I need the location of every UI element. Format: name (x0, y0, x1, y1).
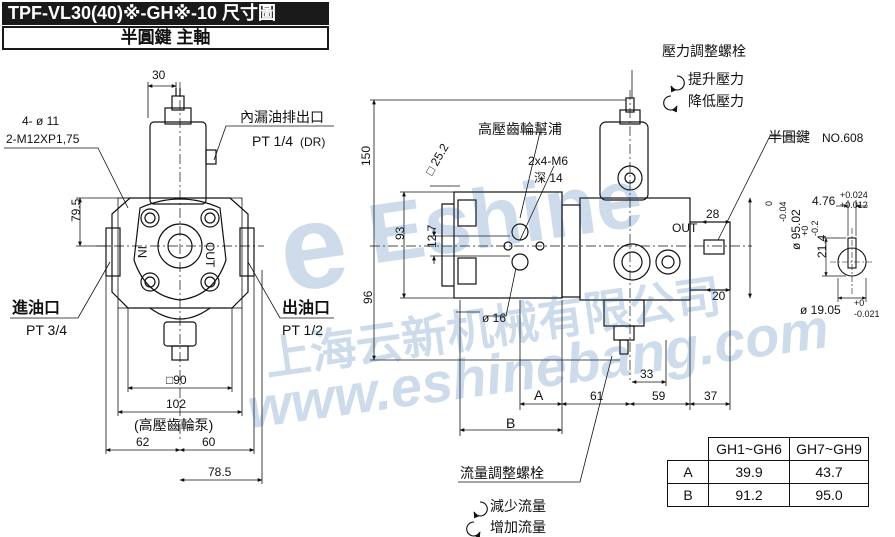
ccw-flow-icon (466, 521, 481, 537)
drain-spec: PT 1/4 (252, 133, 293, 149)
tap-depth: 深 14 (534, 171, 563, 185)
dim-59: 59 (652, 389, 666, 403)
key-label: 半圓鍵 (768, 129, 810, 145)
mark-out-left: OUT (203, 242, 217, 268)
outlet-spec: PT 1/2 (282, 322, 323, 338)
corner-bolts (140, 208, 220, 292)
dim-33: 33 (640, 367, 654, 381)
dim-20: 20 (712, 289, 726, 303)
lower-pressure-label: 降低壓力 (688, 93, 744, 109)
table-cell: 95.0 (789, 483, 869, 507)
watermark-brand: Eshine (362, 150, 648, 281)
tol-95-upper: 0 (764, 201, 774, 206)
key-width: 4.76 (812, 194, 836, 208)
drawing-title: TPF-VL30(40)※-GH※-10 尺寸圖 (2, 2, 329, 25)
reduce-flow-label: 減少流量 (490, 498, 546, 514)
dim-30: 30 (152, 68, 166, 82)
hole-spec-1: 4- ø 11 (22, 114, 59, 128)
dim-37: 37 (704, 389, 718, 403)
inlet-spec: PT 3/4 (26, 322, 67, 338)
table-row-label: A (667, 460, 709, 484)
dim-dia-95-02: ø 95.02 (789, 209, 803, 250)
dim-62: 62 (136, 435, 150, 449)
flow-screw-label: 流量調整螺栓 (460, 465, 544, 481)
outlet-label: 出油口 (282, 298, 330, 317)
dim-102: 102 (166, 397, 186, 411)
tol-95-lower: -0.04 (778, 201, 788, 222)
gear-pump-label: 高壓齒輪幫浦 (478, 121, 562, 137)
key-dia: ø 19.05 (800, 303, 841, 317)
key-height-tol-upper: +0 (800, 226, 810, 236)
drain-suffix: (DR) (300, 135, 325, 149)
front-dimensions (4, 82, 334, 484)
drain-label: 內漏油排出口 (240, 109, 324, 125)
table-row: B 91.2 95.0 (667, 483, 869, 507)
inlet-label: 進油口 (12, 298, 60, 317)
dim-78-5: 78.5 (208, 465, 232, 479)
dim-61: 61 (590, 389, 604, 403)
table-row: A 39.9 43.7 (667, 460, 869, 484)
rotation-icons-top (663, 75, 685, 113)
watermark: e Eshine 上海云新机械有限公司 www.eshinebang.com (243, 150, 832, 440)
key-height-tol-lower: -0.2 (810, 220, 820, 236)
table-cell: 43.7 (789, 460, 869, 484)
model-dimension-table: GH1~GH6 GH7~GH9 A 39.9 43.7 B 91.2 95.0 (667, 437, 869, 507)
table-header-gh1-gh6: GH1~GH6 (708, 437, 790, 461)
drawing-subtitle: 半圓鍵 主軸 (2, 26, 329, 50)
dim-square-25-2: □ 25.2 (422, 141, 451, 178)
dim-96: 96 (361, 290, 375, 304)
table-header-row: GH1~GH6 GH7~GH9 (667, 437, 869, 461)
key-width-tol-lower: +0.012 (840, 200, 868, 210)
key-number: NO.608 (822, 131, 864, 145)
table-cell: 91.2 (708, 483, 790, 507)
dim-93: 93 (393, 226, 407, 240)
key-dia-tol-lower: -0.021 (854, 309, 880, 319)
side-view (370, 90, 752, 380)
dim-150: 150 (359, 146, 373, 166)
dim-28: 28 (706, 207, 720, 221)
cw-rotate-icon (670, 75, 685, 93)
table-row-label: B (667, 483, 709, 507)
table-cell: 39.9 (708, 460, 790, 484)
pressure-screw-label: 壓力調整螺栓 (662, 43, 746, 59)
raise-pressure-label: 提升壓力 (688, 71, 744, 87)
dim-12-7: 12.7 (425, 224, 439, 248)
ccw-rotate-icon (663, 95, 678, 113)
dim-79-5: 79.5 (69, 198, 83, 222)
dim-b: B (506, 415, 515, 431)
hole-spec-2: 2-M12XP1,75 (6, 132, 80, 146)
watermark-logo-icon: e (271, 176, 356, 318)
dim-square-90: □90 (166, 373, 187, 387)
table-corner (667, 437, 709, 461)
key-detail (822, 200, 874, 302)
dim-60: 60 (202, 435, 216, 449)
dim-a: A (534, 387, 544, 403)
increase-flow-label: 增加流量 (490, 519, 546, 535)
tap-spec: 2x4-M6 (528, 154, 568, 168)
side-dimensions (370, 70, 806, 483)
key-dia-tol-upper: +0 (854, 298, 864, 308)
mark-in: IN (135, 246, 149, 258)
table-header-gh7-gh9: GH7~GH9 (789, 437, 869, 461)
cw-flow-icon (473, 501, 488, 519)
key-height: 21.4 (815, 234, 829, 258)
key-width-tol-upper: +0.024 (840, 190, 868, 200)
mark-out-right: OUT (672, 221, 698, 235)
pump-name: (高壓齒輪泵) (134, 417, 213, 433)
dim-dia-16: ø 16 (482, 311, 506, 325)
rotation-icons-bottom (466, 501, 488, 537)
front-view (96, 82, 264, 440)
